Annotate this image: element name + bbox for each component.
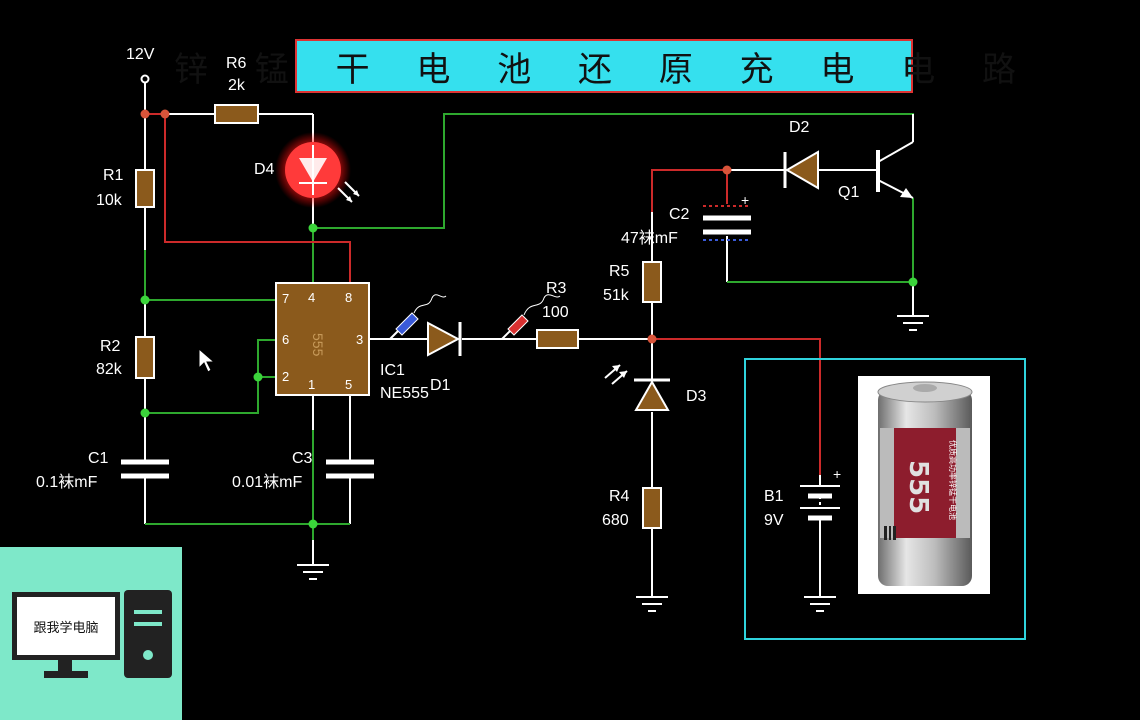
ic-pin-5: 5 — [345, 377, 353, 392]
r3-name: R3 — [546, 280, 567, 297]
ground-icon — [897, 315, 929, 331]
ground-icon — [804, 596, 836, 612]
supply-terminal — [140, 74, 150, 84]
resistor-r6 — [214, 104, 259, 124]
probe-red — [501, 294, 561, 340]
junction-dots — [140, 109, 918, 529]
monitor-icon: 跟我学电脑 — [12, 592, 120, 660]
ic-ne555: 555 — [275, 282, 370, 396]
mouse-cursor-icon — [198, 348, 216, 373]
c1-name: C1 — [88, 450, 109, 467]
ic-pin-4: 4 — [308, 290, 316, 305]
resistor-r3 — [536, 329, 579, 349]
battery-brand-text: 555 — [903, 460, 933, 514]
c2-name: C2 — [669, 206, 690, 223]
battery-panel-frame — [744, 358, 1026, 640]
ic-pin-7: 7 — [282, 291, 290, 306]
ic-pin-6: 6 — [282, 332, 290, 347]
r6-value: 2k — [228, 77, 245, 94]
ic-pin-2: 2 — [282, 369, 290, 384]
resistor-r5 — [642, 261, 662, 303]
battery-line-text: 优质高功率锌锰干电池 — [948, 440, 958, 520]
r5-value: 51k — [603, 287, 629, 304]
d3-name: D3 — [686, 388, 707, 405]
c3-name: C3 — [292, 450, 313, 467]
capacitor-c2 — [703, 205, 751, 241]
resistor-r4 — [642, 487, 662, 529]
battery-b1 — [800, 475, 840, 530]
r3-value: 100 — [542, 304, 569, 321]
ground-symbols — [297, 315, 929, 612]
r1-name: R1 — [103, 167, 124, 184]
ic-pin-8: 8 — [345, 290, 353, 305]
page-title: 锌 锰 干 电 池 还 原 充 电 电 路 — [173, 49, 1035, 90]
ground-icon — [297, 564, 329, 580]
supply-label: 12V — [126, 46, 155, 63]
r2-value: 82k — [96, 361, 122, 378]
capacitor-c1 — [121, 459, 169, 479]
monitor-stand-icon — [58, 660, 72, 672]
q1-name: Q1 — [838, 184, 860, 201]
b1-plus: + — [833, 466, 842, 482]
r1-value: 10k — [96, 192, 122, 209]
c2-value: 47袜mF — [621, 230, 678, 247]
r2-name: R2 — [100, 338, 121, 355]
ic-pin-3: 3 — [356, 332, 364, 347]
b1-value: 9V — [764, 512, 784, 529]
r4-name: R4 — [609, 488, 630, 505]
c3-value: 0.01袜mF — [232, 474, 303, 491]
d1-name: D1 — [430, 377, 451, 394]
c2-plus: + — [741, 192, 750, 208]
r5-name: R5 — [609, 263, 630, 280]
ic-pin-1: 1 — [308, 377, 316, 392]
wires-red — [145, 113, 821, 475]
battery-image-icon: 555 优质高功率锌锰干电池 — [877, 381, 973, 586]
r4-value: 680 — [602, 512, 629, 529]
ic1-name: IC1 — [380, 362, 405, 379]
computer-tower-icon — [124, 590, 172, 678]
d2-name: D2 — [789, 119, 810, 136]
ic-chip-text: 555 — [310, 333, 326, 357]
d4-name: D4 — [254, 161, 275, 178]
title-banner: 锌 锰 干 电 池 还 原 充 电 电 路 — [174, 39, 1016, 93]
b1-name: B1 — [764, 488, 784, 505]
logo-text: 跟我学电脑 — [33, 620, 99, 636]
r6-name: R6 — [226, 55, 247, 72]
resistor-r2 — [135, 336, 155, 379]
diode-d1 — [427, 321, 462, 357]
resistor-r1 — [135, 169, 155, 208]
ground-icon — [636, 596, 668, 612]
ic1-value: NE555 — [380, 385, 429, 402]
capacitor-c3 — [326, 459, 374, 479]
led-d3 — [604, 364, 670, 411]
resistors — [135, 104, 662, 529]
wires-white — [144, 82, 914, 597]
c1-value: 0.1袜mF — [36, 474, 98, 491]
led-d4 — [275, 132, 360, 208]
probe-blue — [389, 294, 447, 340]
battery-photo: 555 优质高功率锌锰干电池 — [858, 376, 990, 594]
diode-d2 — [783, 150, 819, 190]
monitor-base-icon — [44, 671, 88, 678]
transistor-q1 — [876, 114, 914, 199]
